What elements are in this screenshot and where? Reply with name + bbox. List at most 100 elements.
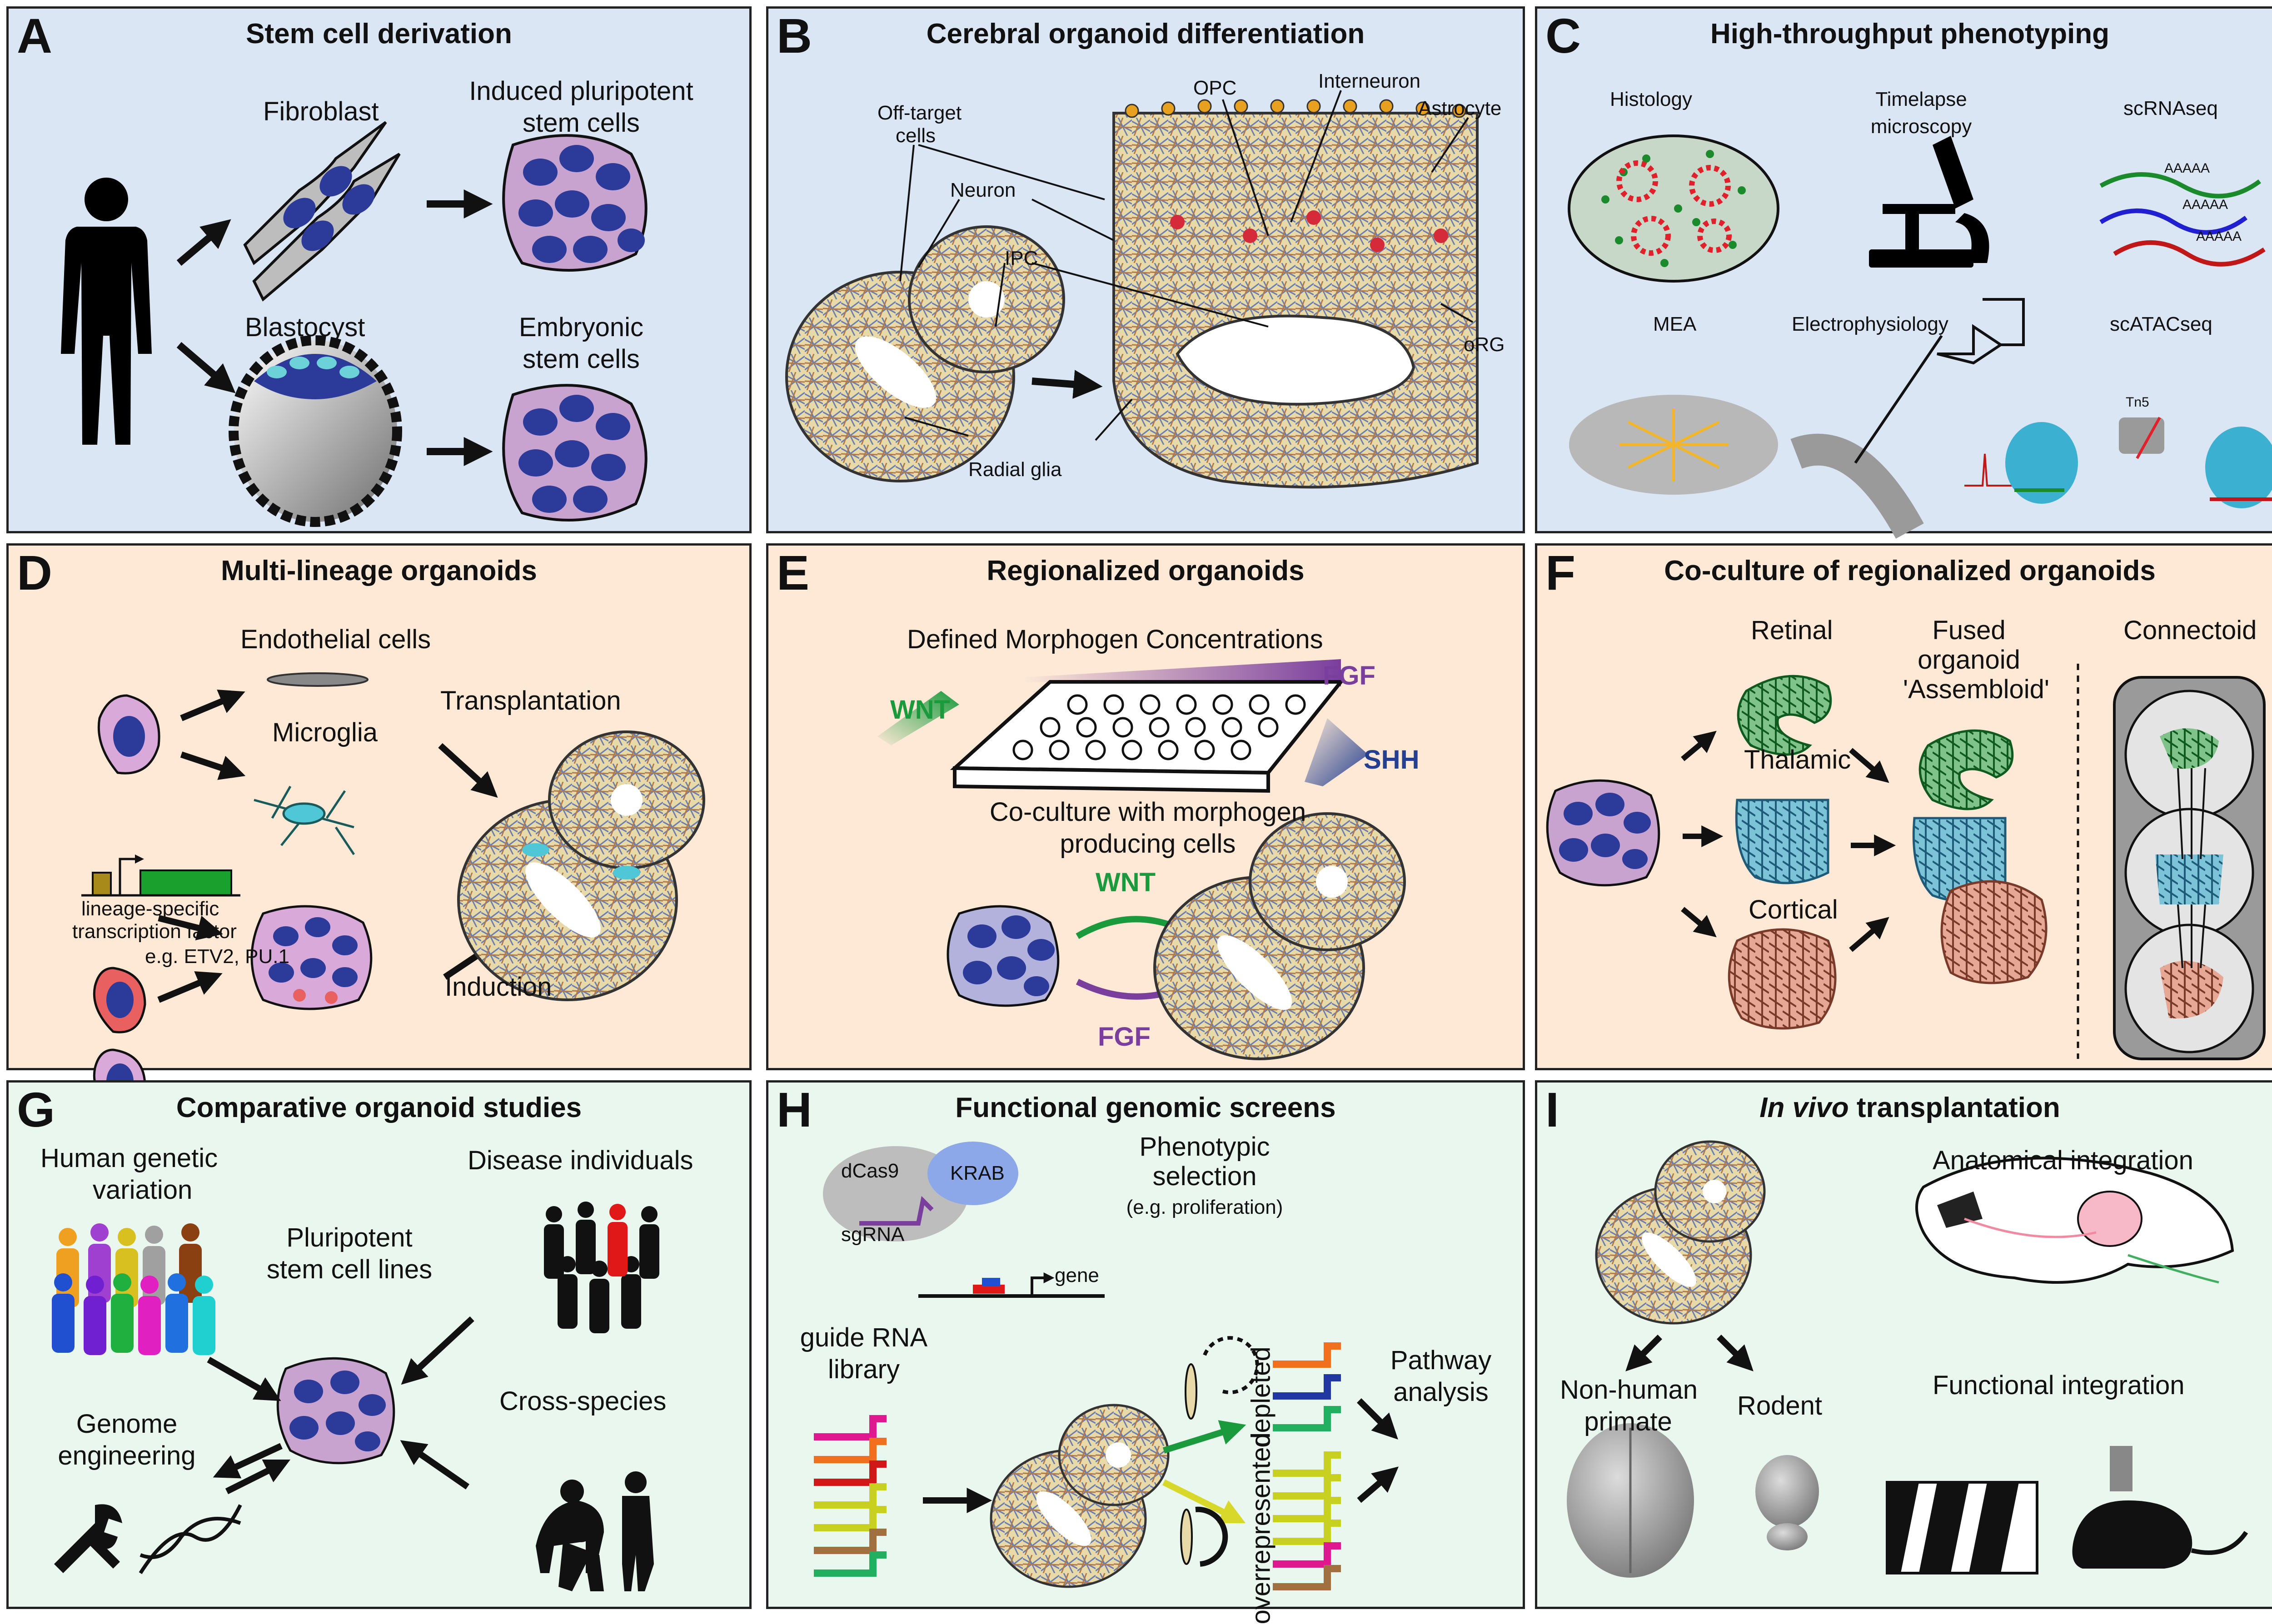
ipsc-label-line2: stem cells <box>523 108 640 138</box>
scatac-nucleosomes <box>2005 417 2272 508</box>
panel-title: Comparative organoid studies <box>176 1092 582 1123</box>
ipsc-label-line1: Induced pluripotent <box>469 76 693 106</box>
slow-proliferation-icon <box>1185 1336 1259 1420</box>
phenotypic-label-line3: (e.g. proliferation) <box>1126 1196 1283 1218</box>
nhp-label-line1: Non-human <box>1560 1375 1698 1405</box>
primate-icons <box>536 1471 654 1591</box>
tf-label-line1: lineage-specific <box>81 898 219 920</box>
overrepresented-label: overrepresented <box>1246 1432 1276 1624</box>
panel-letter: F <box>1545 545 1575 600</box>
disease-label: Disease individuals <box>468 1146 693 1175</box>
fgf-arrow-label: FGF <box>1098 1022 1151 1052</box>
blastocyst-label: Blastocyst <box>245 313 365 342</box>
mea-electrode-array <box>1569 395 1778 495</box>
blastocyst <box>229 335 402 527</box>
dcas9-label: dCas9 <box>841 1160 899 1182</box>
fused-label-line3: 'Assembloid' <box>1903 675 2049 704</box>
thalamic-organoid <box>1735 799 1829 884</box>
depleted-guides <box>1273 1342 1341 1431</box>
panel-d: D Multi-lineage organoids <box>6 543 752 1115</box>
offtarget-label-line2: cells <box>896 124 936 147</box>
panel-h: H Functional genomic screens <box>766 1080 1525 1624</box>
regionalized-organoid <box>1153 812 1406 1060</box>
panel-g: G Comparative organoid studies <box>6 1080 752 1609</box>
wnt-arrow-label: WNT <box>1096 868 1156 897</box>
panel-letter: A <box>17 8 52 63</box>
wnt-gradient <box>877 691 959 745</box>
primate-brain <box>1567 1423 1694 1578</box>
panel-b: B Cerebral organoid differentiation <box>766 6 1525 533</box>
coculture-label-line1: Co-culture with morphogen <box>989 797 1306 827</box>
genome-label-line1: Genome <box>76 1409 178 1439</box>
panel-f-art <box>1546 664 2266 1060</box>
polya-label: AAAAA <box>2196 229 2242 244</box>
defined-morphogen-label: Defined Morphogen Concentrations <box>907 625 1323 654</box>
microscope-icon <box>1869 136 1989 268</box>
anatomical-label: Anatomical integration <box>1933 1146 2193 1175</box>
panel-h-art <box>814 1142 1399 1590</box>
fast-proliferation-icon <box>1180 1506 1228 1567</box>
panel-letter: G <box>17 1082 55 1137</box>
panel-a-art <box>61 121 648 527</box>
fused-label-line1: Fused <box>1932 616 2006 645</box>
panel-e-art <box>877 659 1406 1060</box>
fused-label-line2: organoid <box>1918 645 2020 675</box>
electrophysiology-setup <box>1790 298 2025 539</box>
panel-c: C High-throughput phenotyping <box>1535 6 2272 539</box>
panel-letter: B <box>777 8 812 63</box>
shh-gradient <box>1305 718 1368 786</box>
electrophysiology-label: Electrophysiology <box>1792 313 1948 335</box>
induced-cells <box>93 967 146 1115</box>
vascularized-organoid <box>457 730 705 1001</box>
scrnaseq-label: scRNAseq <box>2123 97 2218 119</box>
small-organoid <box>785 225 1065 482</box>
cross-species-label: Cross-species <box>499 1386 667 1416</box>
gene-locus <box>918 1272 1105 1298</box>
wrench-screwdriver-icon <box>54 1504 122 1573</box>
panel-b-art <box>785 90 1479 489</box>
astrocyte-label: Astrocyte <box>1418 97 1502 119</box>
label-leader-lines <box>899 90 1473 441</box>
retinal-organoid <box>1737 675 1832 756</box>
genome-label-line2: engineering <box>58 1441 196 1470</box>
title-rest: transplantation <box>1848 1092 2060 1123</box>
endothelial-cell <box>267 672 369 687</box>
esc-colony <box>502 384 648 521</box>
retinal-label: Retinal <box>1751 616 1833 645</box>
connectoid-device <box>2113 676 2266 1060</box>
radial-glia-label: Radial glia <box>968 458 1062 481</box>
sgrna-shape <box>859 1196 934 1226</box>
panel-f: F Co-culture of regionalized organoids <box>1535 543 2272 1070</box>
panel-title: Regionalized organoids <box>987 555 1305 586</box>
timelapse-label-line1: Timelapse <box>1875 88 1967 110</box>
ipc-label: IPC <box>1005 247 1038 269</box>
panel-g-art <box>52 1202 659 1591</box>
fgf-gradient <box>1023 659 1341 686</box>
guide-rna-library <box>814 1415 887 1577</box>
pathway-label-line2: analysis <box>1393 1377 1489 1407</box>
panel-a: A Stem cell derivation <box>6 6 752 533</box>
timelapse-label-line2: microscopy <box>1870 115 1972 138</box>
overrepresented-guides <box>1273 1451 1341 1590</box>
transplantation-label: Transplantation <box>440 686 621 715</box>
fgf-label: FGF <box>1323 661 1375 690</box>
tn5-label: Tn5 <box>2126 395 2149 410</box>
microglia-label: Microglia <box>272 718 378 747</box>
tf-example-label: e.g. ETV2, PU.1 <box>145 945 289 968</box>
panel-letter: D <box>17 545 52 600</box>
panel-letter: H <box>777 1082 812 1137</box>
fibroblast-cells <box>243 121 401 302</box>
panel-c-art <box>1568 134 2272 539</box>
title-in-vivo: In vivo <box>1759 1092 1849 1123</box>
panel-title: Co-culture of regionalized organoids <box>1664 555 2156 586</box>
org-label: oRG <box>1464 333 1505 356</box>
stem-cell-colony <box>1546 779 1660 887</box>
sgrna-label: sgRNA <box>841 1223 905 1246</box>
panel-letter: I <box>1545 1082 1560 1137</box>
rodent-brain <box>1755 1455 1819 1550</box>
rodent-brain-sagittal <box>1915 1157 2234 1284</box>
krab-label: KRAB <box>950 1162 1005 1184</box>
mouse-icon <box>2072 1446 2248 1569</box>
ipsc-colony <box>502 134 648 272</box>
phenotypic-label-line1: Phenotypic <box>1139 1132 1270 1162</box>
